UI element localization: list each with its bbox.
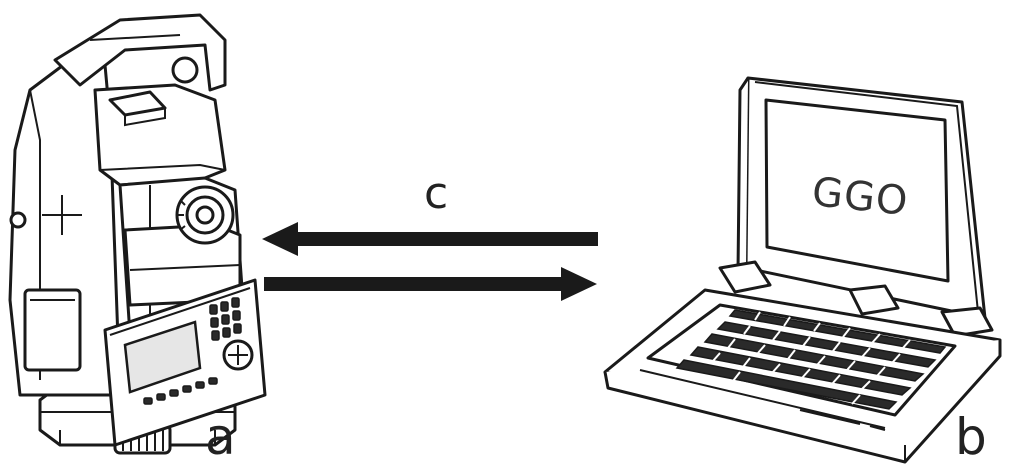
arrow-to-instrument [262, 222, 598, 256]
connection-label: c [424, 168, 449, 219]
arrow-to-computer [264, 267, 597, 301]
laptop-icon [603, 76, 1002, 464]
total-station-icon [8, 13, 267, 455]
computer-label: b [955, 408, 987, 466]
instrument-label: a [205, 408, 236, 466]
laptop-screen-text: GGO [809, 169, 911, 225]
